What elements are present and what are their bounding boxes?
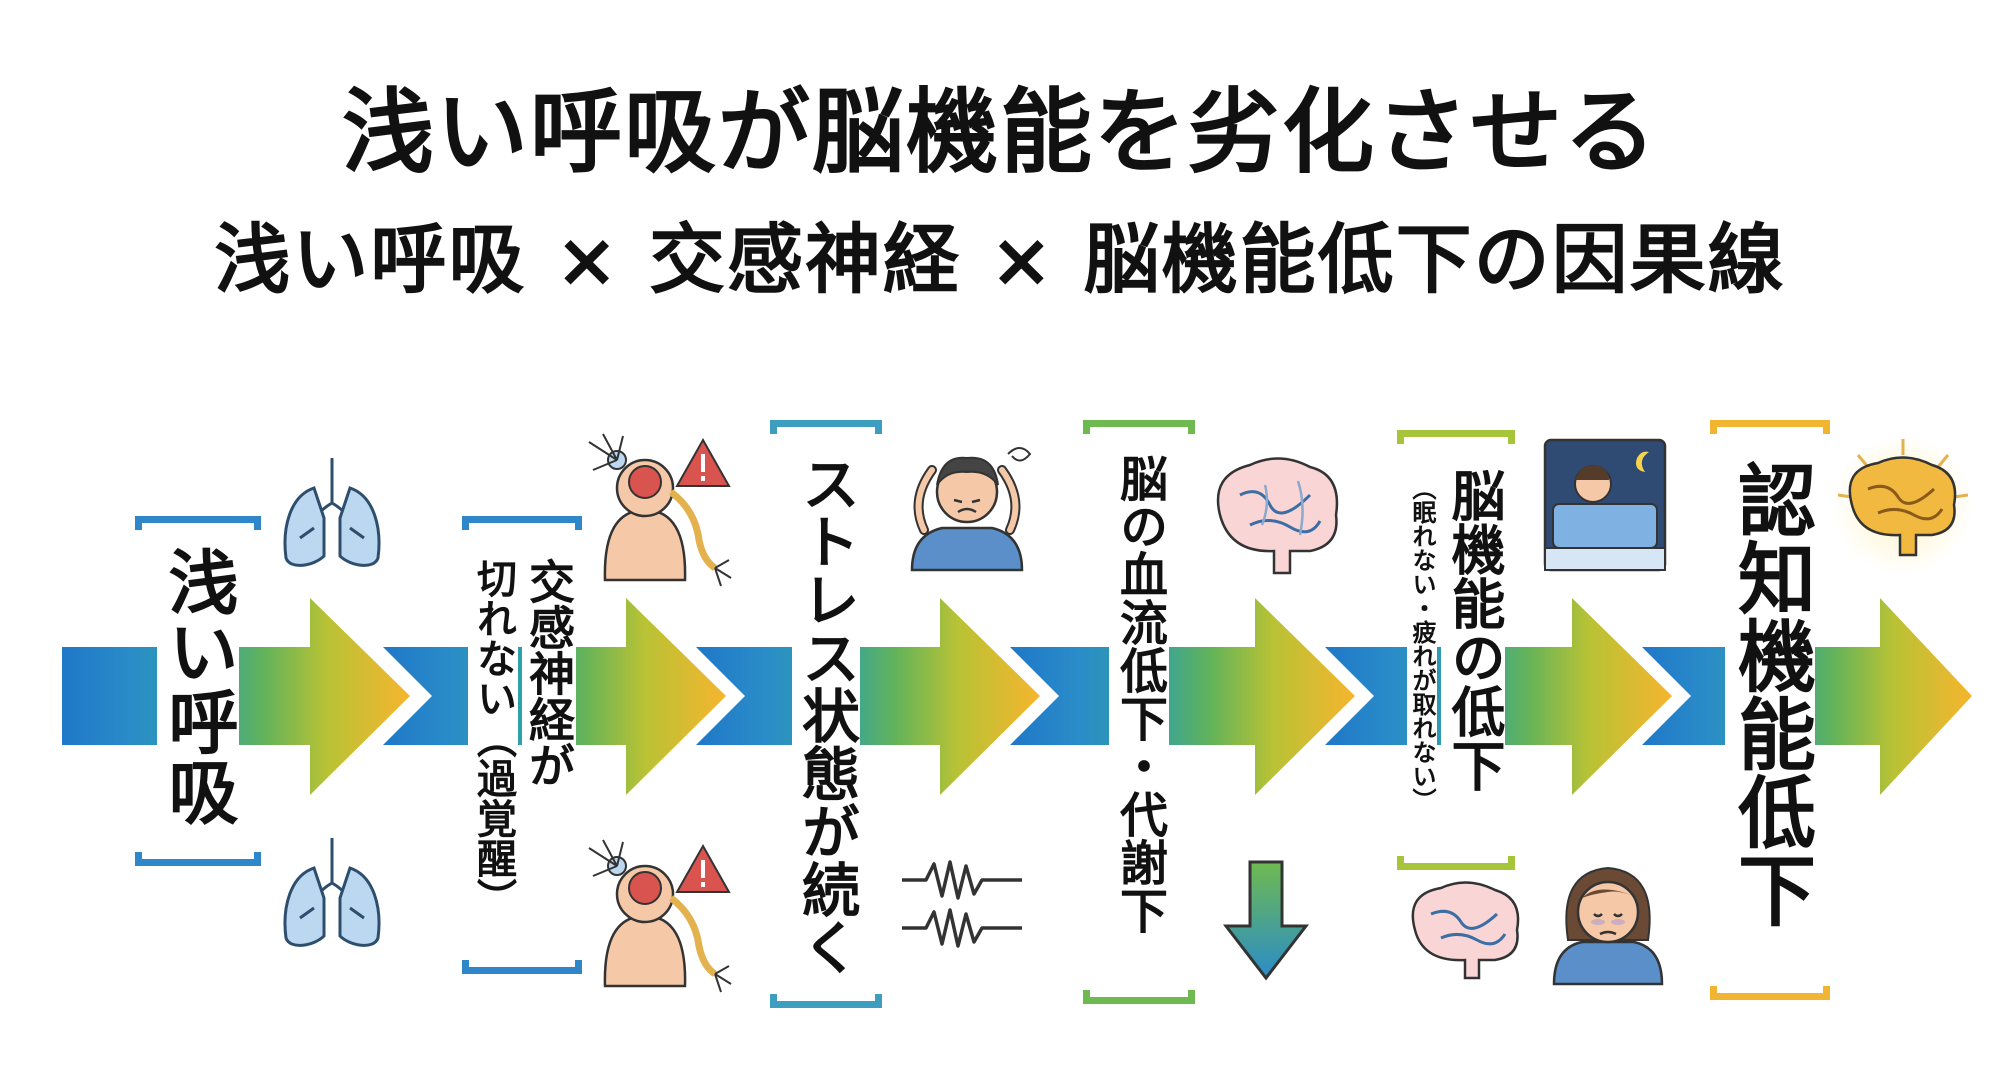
neuron-body-warning-icon bbox=[588, 433, 732, 587]
lungs-icon bbox=[283, 458, 381, 567]
bracket-bottom bbox=[135, 852, 261, 866]
stage-stress: ストレス状態が続く bbox=[770, 420, 882, 1008]
bracket-top bbox=[770, 420, 882, 434]
brain-vessels-icon bbox=[1216, 457, 1339, 575]
page-title: 浅い呼吸が脳機能を劣化させる bbox=[341, 79, 1658, 186]
stage-shallow-breathing: 浅い呼吸 bbox=[135, 516, 261, 866]
stressed-person-icon bbox=[910, 447, 1032, 572]
glowing-brain-icon bbox=[1833, 435, 1973, 575]
stress-wave-icon bbox=[902, 860, 1022, 948]
down-arrow-icon bbox=[1222, 860, 1310, 981]
bracket-top bbox=[1710, 420, 1830, 434]
sleepless-bed-icon bbox=[1543, 438, 1667, 572]
tired-woman-icon bbox=[1552, 866, 1664, 986]
bracket-bottom bbox=[1397, 856, 1515, 870]
flow-arrow-band bbox=[62, 598, 1972, 795]
stage-label-brain-function: 脳機能の低下 bbox=[1441, 468, 1505, 792]
bracket-bottom bbox=[770, 994, 882, 1008]
stage-label-shallow-breathing: 浅い呼吸 bbox=[157, 546, 239, 826]
stage-label-stress: ストレス状態が続く bbox=[792, 454, 860, 976]
neuron-body-warning-icon bbox=[588, 839, 732, 993]
bracket-top bbox=[462, 516, 582, 530]
page-subtitle: 浅い呼吸 × 交感神経 × 脳機能低下の因果線 bbox=[214, 215, 1786, 304]
arrow-segment-4 bbox=[1010, 598, 1355, 795]
stage-sympathetic: 交感神経が 切れない（過覚醒） bbox=[462, 516, 582, 974]
bracket-bottom bbox=[1710, 986, 1830, 1000]
stage-label-blood-flow: 脳の血流低下・代謝下 bbox=[1109, 454, 1169, 934]
stage-label-cognitive: 認知機能低下 bbox=[1725, 460, 1815, 928]
bracket-top bbox=[1083, 420, 1195, 434]
lungs-icon bbox=[283, 838, 381, 947]
stage-blood-flow: 脳の血流低下・代謝下 bbox=[1083, 420, 1195, 1004]
bracket-top bbox=[135, 516, 261, 530]
stage-cognitive: 認知機能低下 bbox=[1710, 420, 1830, 1000]
stage-label-sympathetic-1: 交感神経が bbox=[522, 558, 576, 788]
bracket-bottom bbox=[462, 960, 582, 974]
arrow-segment-3 bbox=[696, 598, 1040, 795]
bracket-top bbox=[1397, 430, 1515, 444]
stage-note-brain-function: （眠れない・疲れが取れない） bbox=[1407, 476, 1437, 812]
bracket-bottom bbox=[1083, 990, 1195, 1004]
stage-brain-function: 脳機能の低下 （眠れない・疲れが取れない） bbox=[1397, 430, 1515, 870]
stage-label-sympathetic-2: 切れない（過覚醒） bbox=[468, 558, 518, 918]
tired-brain-icon bbox=[1411, 881, 1520, 980]
